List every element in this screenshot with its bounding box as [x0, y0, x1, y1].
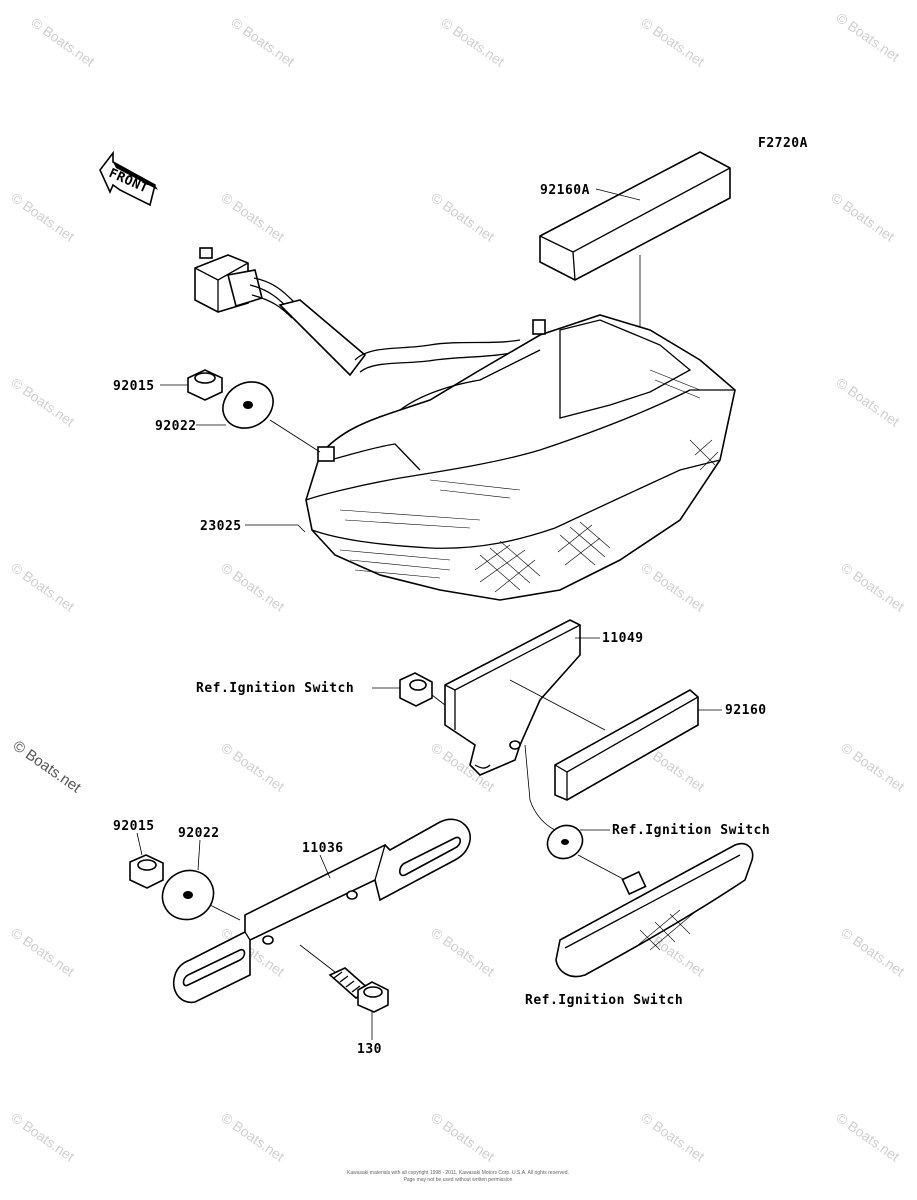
watermark: © Boats.net [8, 559, 77, 614]
washer-92022-top [222, 381, 274, 429]
watermark: © Boats.net [428, 1109, 497, 1164]
watermark: © Boats.net [8, 189, 77, 244]
copyright-line-2: Page may not be used without written per… [404, 1177, 513, 1183]
watermark: © Boats.net [638, 559, 707, 614]
watermark: © Boats.net [828, 189, 897, 244]
watermark: © Boats.net [638, 14, 707, 69]
callout-11049: 11049 [602, 631, 644, 646]
reflector-ref-ignition [555, 842, 754, 978]
bracket-11049 [444, 619, 581, 776]
callout-92015-top: 92015 [113, 379, 155, 394]
watermark: © Boats.net [218, 559, 287, 614]
watermark: © Boats.net [838, 924, 907, 979]
watermark: © Boats.net [838, 739, 907, 794]
washer-92022-bottom [161, 869, 215, 921]
watermark-dark: © Boats.net [10, 737, 85, 796]
watermark: © Boats.net [228, 14, 297, 69]
front-arrow-icon: FRONT [99, 150, 158, 207]
callout-92160: 92160 [725, 703, 767, 718]
callout-ref-ignition-1: Ref.Ignition Switch [196, 681, 354, 696]
callout-ref-ignition-3: Ref.Ignition Switch [525, 993, 683, 1008]
washer-ref-ignition-right [546, 824, 584, 860]
callout-23025: 23025 [200, 519, 242, 534]
watermark: © Boats.net [8, 1109, 77, 1164]
bracket-11036 [173, 818, 471, 1004]
watermark: © Boats.net [8, 924, 77, 979]
watermark: © Boats.net [838, 559, 907, 614]
callout-130: 130 [357, 1042, 382, 1057]
watermark: © Boats.net [833, 374, 902, 429]
watermark: © Boats.net [218, 739, 287, 794]
watermark: © Boats.net [833, 9, 902, 64]
watermark: © Boats.net [438, 14, 507, 69]
watermark: © Boats.net [218, 1109, 287, 1164]
copyright-line-1: Kawasaki materials with all copyright 19… [347, 1170, 569, 1176]
watermark: © Boats.net [28, 14, 97, 69]
pad-92160A [539, 151, 731, 281]
nut-92015-bottom [129, 854, 164, 889]
watermark: © Boats.net [428, 924, 497, 979]
bolt-130 [328, 967, 389, 1013]
watermark: © Boats.net [8, 374, 77, 429]
nut-92015-top [187, 369, 223, 401]
watermark: © Boats.net [833, 1109, 902, 1164]
pad-92160 [554, 689, 699, 801]
callout-ref-ignition-2: Ref.Ignition Switch [612, 823, 770, 838]
taillight-23025 [305, 314, 736, 601]
watermark: © Boats.net [428, 189, 497, 244]
wire-harness [194, 247, 526, 377]
watermark: © Boats.net [218, 189, 287, 244]
figure-code: F2720A [758, 136, 808, 151]
callout-92022-top: 92022 [155, 419, 197, 434]
nut-ref-ignition-middle [399, 672, 433, 707]
callout-92015-bottom: 92015 [113, 819, 155, 834]
callout-11036: 11036 [302, 841, 344, 856]
callout-92160A: 92160A [540, 183, 590, 198]
watermark: © Boats.net [638, 1109, 707, 1164]
callout-92022-bottom: 92022 [178, 826, 220, 841]
